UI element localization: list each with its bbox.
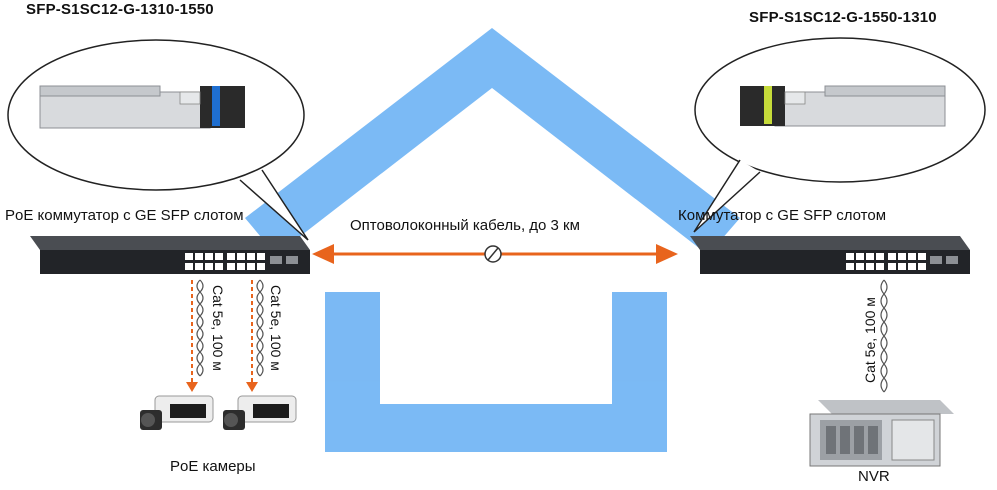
cameras-label: PoE камеры — [170, 458, 256, 475]
right-module-title: SFP-S1SC12-G-1550-1310 — [749, 9, 937, 26]
camera-1-icon — [140, 395, 214, 430]
nvr-label: NVR — [858, 468, 890, 485]
left-switch-label: PoE коммутатор с GE SFP слотом — [5, 207, 244, 224]
house-shape — [245, 28, 740, 452]
camera-cable-1 — [186, 279, 204, 392]
left-module-title: SFP-S1SC12-G-1310-1550 — [26, 1, 214, 18]
fiber-link-arrow — [312, 244, 678, 264]
camera-cable-2-label: Cat 5e, 100 м — [268, 285, 284, 371]
nvr-cable — [880, 279, 888, 393]
left-switch — [30, 236, 310, 274]
right-module-callout — [693, 37, 986, 233]
right-sfp-module — [740, 85, 946, 127]
left-sfp-module — [39, 85, 245, 129]
left-module-callout — [7, 39, 309, 241]
nvr-icon — [809, 400, 954, 467]
camera-2-icon — [223, 395, 297, 430]
camera-cable-2 — [246, 279, 264, 392]
nvr-cable-label: Cat 5e, 100 м — [862, 297, 878, 383]
fiber-link-label: Оптоволоконный кабель, до 3 км — [350, 217, 580, 234]
right-switch — [690, 236, 970, 274]
right-switch-label: Коммутатор с GE SFP слотом — [678, 207, 887, 224]
camera-cable-1-label: Cat 5e, 100 м — [210, 285, 226, 371]
